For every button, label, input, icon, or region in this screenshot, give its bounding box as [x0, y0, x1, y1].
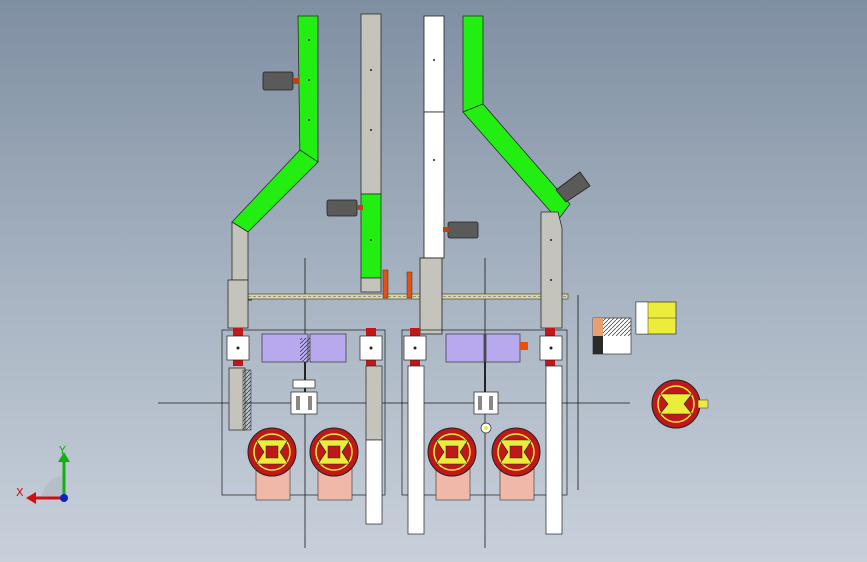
- green-chute-left[interactable]: [231, 15, 319, 233]
- gripper-left[interactable]: [290, 362, 318, 415]
- white-conveyor-lower-right-a[interactable]: [407, 365, 425, 535]
- gray-column-right[interactable]: [540, 211, 563, 329]
- purple-block-left[interactable]: [261, 333, 347, 363]
- red-blocks-right[interactable]: [403, 328, 563, 366]
- rotary-table-single[interactable]: [651, 379, 709, 429]
- gray-conveyor-tall[interactable]: [360, 13, 389, 299]
- rotary-table-3[interactable]: [427, 427, 477, 501]
- sensor-small[interactable]: [480, 422, 492, 434]
- rotary-table-2[interactable]: [309, 427, 359, 501]
- coordinate-triad[interactable]: Y X: [16, 444, 70, 504]
- red-blocks-left[interactable]: [226, 328, 383, 366]
- component-panel-left[interactable]: [592, 317, 632, 355]
- green-chute-right[interactable]: [462, 15, 571, 221]
- rotary-table-4[interactable]: [491, 427, 541, 501]
- white-conveyor-tall[interactable]: [406, 15, 445, 335]
- rotary-table-1[interactable]: [247, 427, 297, 501]
- x-axis-label: X: [16, 486, 24, 499]
- motor-left-top[interactable]: [262, 71, 299, 91]
- motor-right-middle[interactable]: [443, 221, 479, 239]
- y-axis-label: Y: [58, 444, 66, 457]
- component-panel-top[interactable]: [635, 301, 677, 335]
- motor-left-middle[interactable]: [326, 199, 363, 217]
- gripper-right[interactable]: [473, 362, 499, 415]
- frame-right: [401, 329, 568, 496]
- gray-conveyor-lower-left[interactable]: [365, 365, 383, 525]
- purple-block-right[interactable]: [445, 333, 528, 363]
- cable-chain-left: [228, 367, 252, 431]
- gray-column-left[interactable]: [227, 221, 252, 329]
- white-conveyor-lower-right-b[interactable]: [545, 365, 563, 535]
- frame-left: [221, 329, 386, 496]
- motor-right-top[interactable]: [555, 171, 591, 203]
